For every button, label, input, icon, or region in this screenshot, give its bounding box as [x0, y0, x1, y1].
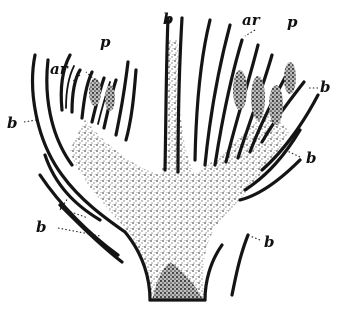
label-b-top: b: [163, 10, 174, 28]
label-p-right: p: [287, 13, 298, 31]
label-ar-right: ar: [242, 11, 261, 29]
label-b-right-lower: b: [264, 233, 275, 251]
label-b-right-mid: b: [306, 149, 317, 167]
label-b-left: b: [7, 114, 18, 132]
label-ar-left: ar: [50, 60, 69, 78]
label-p-left: p: [100, 33, 111, 51]
label-b-right-upper: b: [320, 78, 331, 96]
left-florets: [61, 55, 136, 140]
label-b-left-lower: b: [36, 218, 47, 236]
